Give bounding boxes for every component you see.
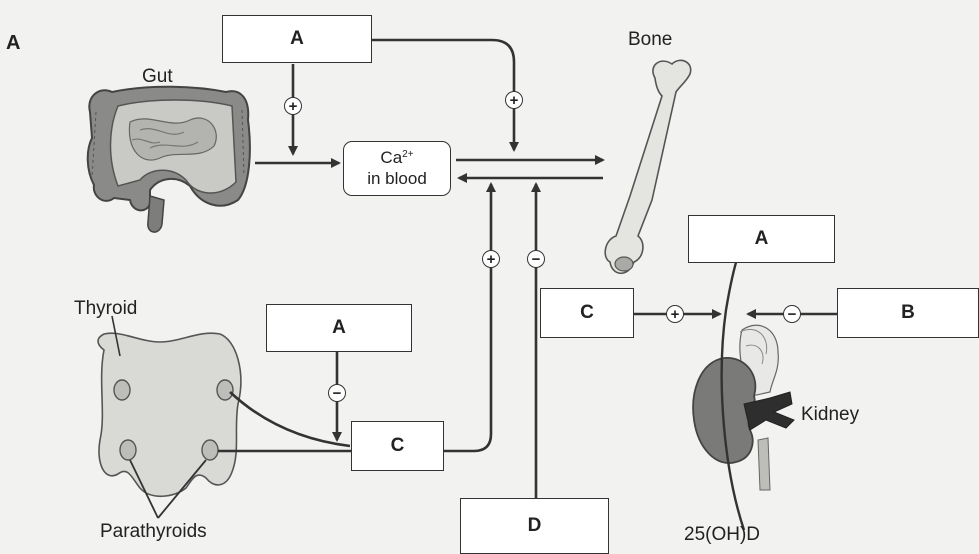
plus-sign-gut: + xyxy=(284,97,302,115)
gut-label: Gut xyxy=(142,66,173,88)
kidney-illustration xyxy=(693,325,794,490)
minus-sign-kidney: − xyxy=(783,305,801,323)
plus-sign-bone: + xyxy=(505,91,523,109)
box-d: D xyxy=(460,498,609,554)
calcium-blood-text: in blood xyxy=(367,169,427,188)
box-a-right: A xyxy=(688,215,835,263)
minus-sign-parathyroid: − xyxy=(328,384,346,402)
panel-label: A xyxy=(6,32,20,55)
parathyroids-label: Parathyroids xyxy=(100,521,207,543)
calcium-charge: 2+ xyxy=(402,149,413,160)
calcium-in-blood-box: Ca2+ in blood xyxy=(343,141,451,196)
box-a-middle: A xyxy=(266,304,412,352)
box-c-parathyroid: C xyxy=(351,421,444,471)
minus-sign-d-blood: − xyxy=(527,250,545,268)
box-a-top: A xyxy=(222,15,372,63)
calcium-ion: Ca xyxy=(380,148,402,167)
vitamin-d-label: 25(OH)D xyxy=(684,524,760,546)
bone-illustration xyxy=(605,60,691,273)
box-b-kidney: B xyxy=(837,288,979,338)
plus-sign-c-blood: + xyxy=(482,250,500,268)
bone-label: Bone xyxy=(628,29,672,51)
box-c-kidney: C xyxy=(540,288,634,338)
plus-sign-kidney: + xyxy=(666,305,684,323)
thyroid-illustration xyxy=(98,333,241,496)
thyroid-label: Thyroid xyxy=(74,298,137,320)
gut-illustration xyxy=(88,87,250,232)
kidney-label: Kidney xyxy=(801,404,859,426)
